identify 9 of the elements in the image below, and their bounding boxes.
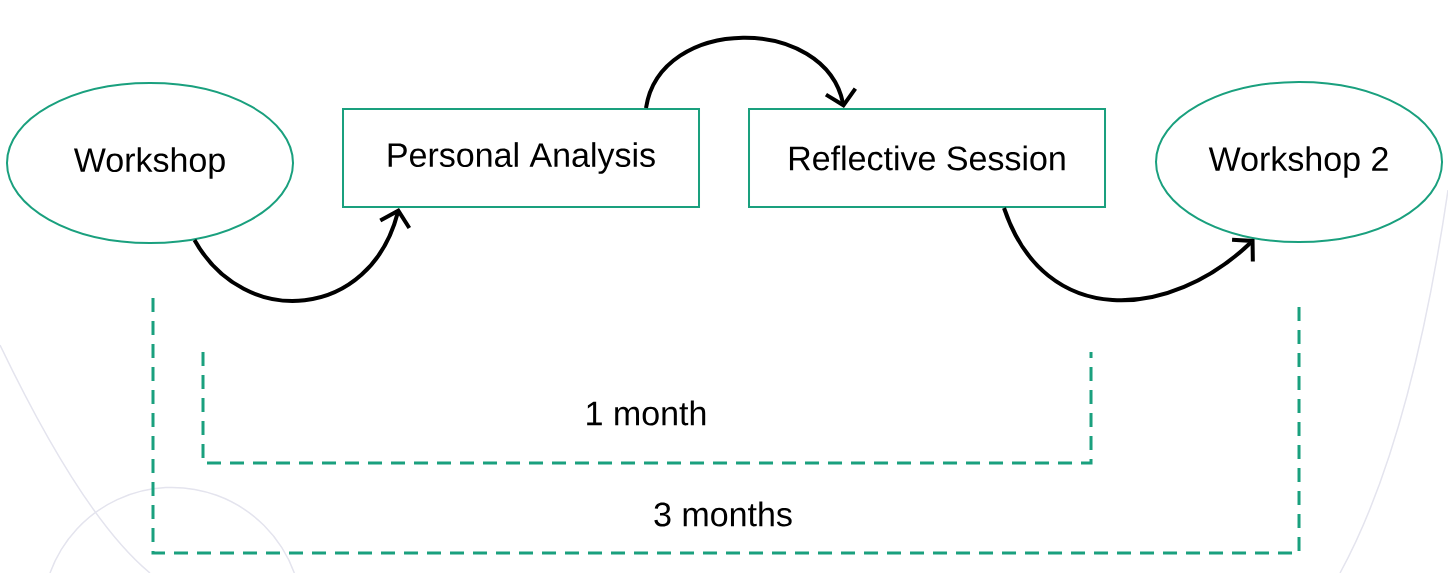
duration-label: 1 month xyxy=(587,400,706,426)
process-box: Reflective Session xyxy=(748,108,1106,208)
ellipse-node: Workshop 2 xyxy=(1155,81,1443,243)
duration-label: 3 months xyxy=(654,501,792,527)
curved-arrow xyxy=(1002,207,1255,302)
process-box: Personal Analysis xyxy=(342,108,700,208)
curved-arrow xyxy=(644,35,857,109)
ellipse-node: Workshop xyxy=(6,82,294,244)
curved-arrow xyxy=(192,208,411,303)
